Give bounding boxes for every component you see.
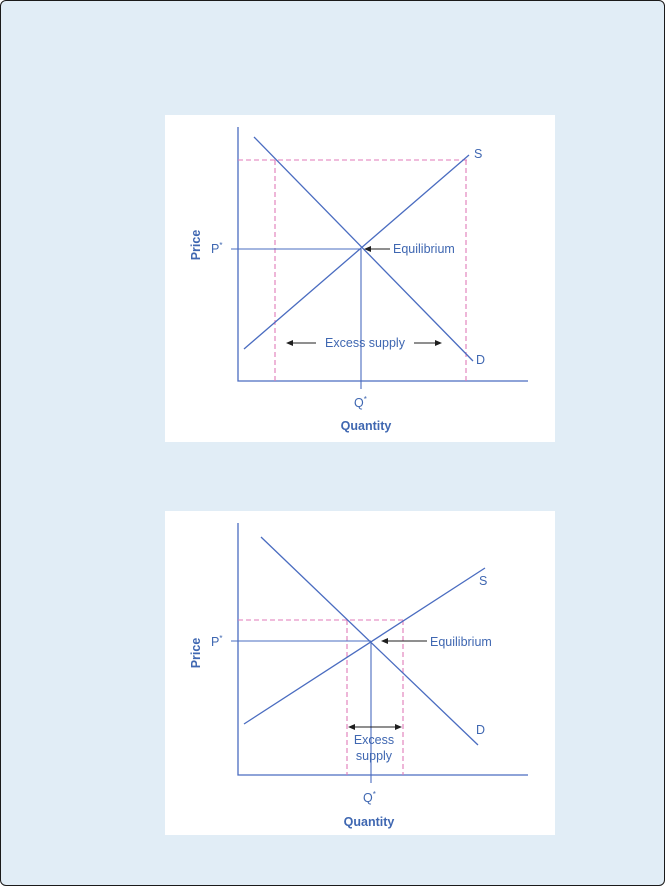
- bottom-excess-label-line1: Excess: [354, 733, 394, 747]
- top-x-axis-label: Quantity: [341, 419, 392, 433]
- top-excess-supply-label: Excess supply: [325, 336, 406, 350]
- bottom-demand-label: D: [476, 723, 485, 737]
- bottom-excess-right-arrowhead: [395, 724, 402, 730]
- top-price-p-label: P*: [211, 241, 222, 256]
- bottom-price-p-label: P*: [211, 634, 222, 649]
- top-y-axis-label: Price: [189, 230, 203, 261]
- bottom-x-axis-label: Quantity: [344, 815, 395, 829]
- bottom-supply-demand-diagram: S D Equilibrium Excess supply P* Q* Quan…: [165, 511, 555, 835]
- bottom-excess-label-line2: supply: [356, 749, 393, 763]
- top-diagram-svg: S D Equilibrium Excess supply P* Q* Quan…: [189, 127, 528, 433]
- top-supply-demand-diagram: S D Equilibrium Excess supply P* Q* Quan…: [165, 115, 555, 442]
- bottom-equilibrium-arrowhead: [381, 638, 388, 644]
- top-axes: [237, 127, 528, 382]
- bottom-supply-label: S: [479, 574, 487, 588]
- top-supply-curve: [243, 154, 470, 350]
- bottom-axes: [237, 523, 528, 776]
- bottom-excess-left-arrowhead: [348, 724, 355, 730]
- top-demand-curve: [253, 136, 474, 362]
- top-supply-label: S: [474, 147, 482, 161]
- top-equilibrium-label: Equilibrium: [393, 242, 455, 256]
- bottom-quantity-q-label: Q*: [363, 790, 376, 805]
- top-demand-label: D: [476, 353, 485, 367]
- bottom-supply-curve: [243, 567, 486, 725]
- top-excess-left-arrowhead: [286, 340, 293, 346]
- bottom-demand-curve: [260, 536, 479, 746]
- bottom-diagram-svg: S D Equilibrium Excess supply P* Q* Quan…: [189, 523, 528, 829]
- top-excess-right-arrowhead: [435, 340, 442, 346]
- bottom-y-axis-label: Price: [189, 638, 203, 669]
- top-equilibrium-arrowhead: [364, 246, 371, 252]
- bottom-equilibrium-label: Equilibrium: [430, 635, 492, 649]
- top-quantity-q-label: Q*: [354, 395, 367, 410]
